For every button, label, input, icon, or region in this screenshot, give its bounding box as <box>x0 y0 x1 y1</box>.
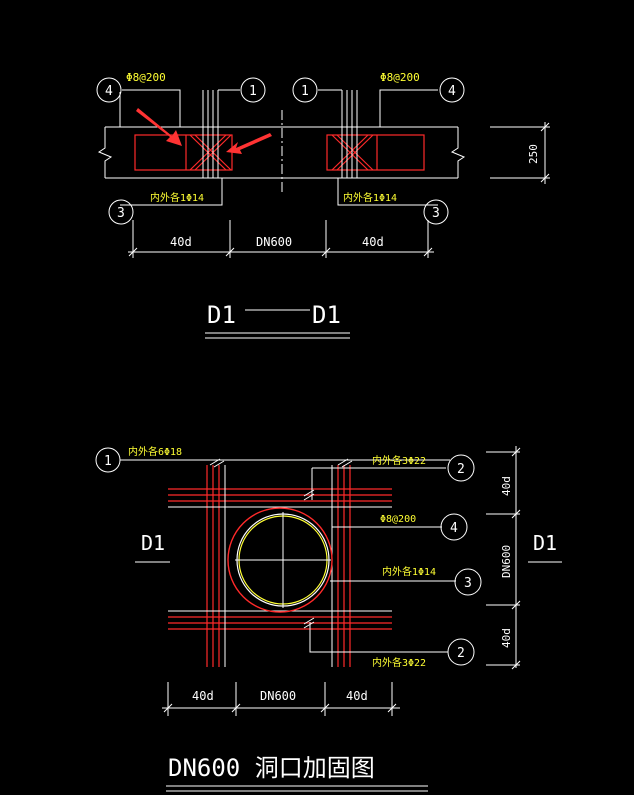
vdim-40d-top: 40d <box>500 476 513 496</box>
plan-bubble-4: 4 <box>450 521 458 536</box>
plan-bubbles <box>95 447 482 666</box>
bubble-1-right: 1 <box>301 84 309 99</box>
inner-outer-label-left: 内外各1Φ14 <box>150 191 204 204</box>
dim-40d-left: 40d <box>170 235 192 249</box>
wall-outline <box>97 110 466 195</box>
bubble-4-left: 4 <box>105 84 113 99</box>
title-underline <box>166 785 428 792</box>
dim-chain-right <box>486 446 521 670</box>
rebar-label-left: Φ8@200 <box>126 71 166 84</box>
section-title-underline <box>205 309 350 339</box>
plan-label-2-top: 内外各3Φ22 <box>372 454 426 467</box>
vdim-40d-bottom: 40d <box>500 628 513 648</box>
hdim-40d-left: 40d <box>192 689 214 703</box>
plan-view <box>95 446 562 792</box>
bubble-3-right: 3 <box>432 206 440 221</box>
vertical-rebars <box>206 465 351 667</box>
plan-label-2-bottom: 内外各3Φ22 <box>372 656 426 669</box>
dim-40d-right: 40d <box>362 235 384 249</box>
plan-bubble-1: 1 <box>104 454 112 469</box>
vertical-bars <box>202 90 358 178</box>
bubble-3-left: 3 <box>117 206 125 221</box>
vdim-dn600: DN600 <box>500 545 513 578</box>
plan-bubble-3: 3 <box>464 576 472 591</box>
opening-circle <box>227 507 333 613</box>
hdim-40d-right: 40d <box>346 689 368 703</box>
dim-dn600: DN600 <box>256 235 292 249</box>
dim-chain-top <box>128 220 434 258</box>
cut-label-left: D1 <box>141 531 165 555</box>
dim-chain-bottom <box>162 682 400 716</box>
hdim-dn600: DN600 <box>260 689 296 703</box>
dim-250-label: 250 <box>527 144 540 164</box>
bubble-4-right: 4 <box>448 84 456 99</box>
callout-bubbles <box>96 77 465 225</box>
highlight-arrows <box>136 108 272 154</box>
plan-leader-lines <box>120 459 456 653</box>
inner-outer-label-right: 内外各1Φ14 <box>343 191 397 204</box>
rebar-label-right: Φ8@200 <box>380 71 420 84</box>
horizontal-rebars <box>168 488 392 630</box>
plan-label-3: 内外各1Φ14 <box>382 565 436 578</box>
section-view <box>96 77 550 339</box>
plan-label-4: Φ8@200 <box>380 514 416 525</box>
dim-250 <box>490 122 550 184</box>
drawing-title: DN600 洞口加固图 <box>168 754 375 782</box>
plan-bubble-2-bottom: 2 <box>457 646 465 661</box>
plan-bubble-2-top: 2 <box>457 462 465 477</box>
leader-lines <box>119 89 438 206</box>
section-label-right: D1 <box>312 301 341 329</box>
bubble-1-left: 1 <box>249 84 257 99</box>
plan-label-1: 内外各6Φ18 <box>128 445 182 458</box>
cut-label-right: D1 <box>533 531 557 555</box>
section-label-left: D1 <box>207 301 236 329</box>
